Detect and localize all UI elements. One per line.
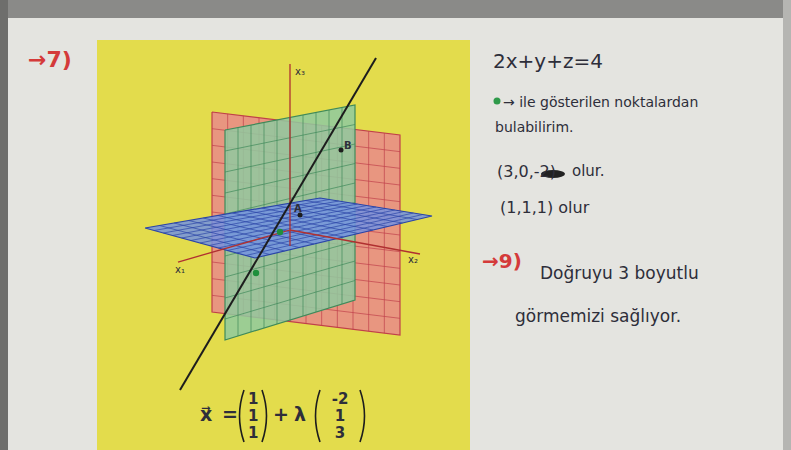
grid-line [209, 209, 385, 246]
top-shadow [0, 0, 791, 18]
axis-label: x₃ [295, 66, 305, 77]
straight-line [180, 58, 376, 390]
point-label: A [294, 203, 302, 214]
right-shadow [783, 0, 791, 450]
grid-line [225, 281, 355, 320]
point-text: (3,0,-2) [497, 163, 556, 181]
note-text: Doğruyu 3 boyutlu görmemizi sağlıyor. [515, 252, 750, 337]
coordinate-planes [145, 105, 432, 340]
point-label: B [344, 140, 352, 151]
green-point [253, 270, 259, 276]
vector-entry: -2 [325, 391, 355, 408]
vector-brackets [240, 390, 365, 442]
problem-number: →9) [482, 250, 522, 272]
plane-equation: 2x+y+z=4 [493, 50, 603, 72]
grid-line [305, 201, 417, 220]
axis-line [178, 230, 290, 262]
parameter: λ [294, 404, 306, 425]
axis-label: x₂ [408, 254, 418, 265]
parenthesis [262, 390, 267, 442]
vector-entry: 3 [325, 425, 355, 442]
green-point [277, 229, 283, 235]
vector-entry: 1 [248, 408, 258, 425]
axes [178, 58, 420, 390]
grid-line [228, 212, 405, 251]
plus-sign: + [273, 404, 289, 425]
grid-line [200, 207, 376, 243]
point [339, 148, 344, 153]
vector-symbol: x⃗ [200, 404, 212, 425]
parenthesis [240, 390, 245, 442]
axis-line [289, 64, 290, 246]
problem-number: →7) [28, 48, 72, 72]
green-dot [494, 98, 501, 105]
vector-entry: 1 [248, 425, 258, 442]
yellow-card [97, 40, 470, 450]
note-text: → ile gösterilen noktalardan bulabilirim… [495, 90, 720, 139]
equals-sign: = [222, 404, 238, 425]
grid-line [237, 213, 414, 253]
left-shadow [0, 0, 8, 450]
axis-line [290, 230, 420, 254]
grid-line [276, 206, 388, 227]
axis-label: x₁ [175, 264, 185, 275]
vector-entry: 1 [248, 391, 258, 408]
point-text: (1,1,1) olur [500, 199, 589, 217]
vector-entry: 1 [325, 408, 355, 425]
grid-line [291, 203, 403, 223]
grid-line [384, 133, 385, 333]
note-text: olur. [572, 163, 604, 180]
parenthesis [360, 390, 365, 442]
parenthesis [316, 390, 321, 442]
